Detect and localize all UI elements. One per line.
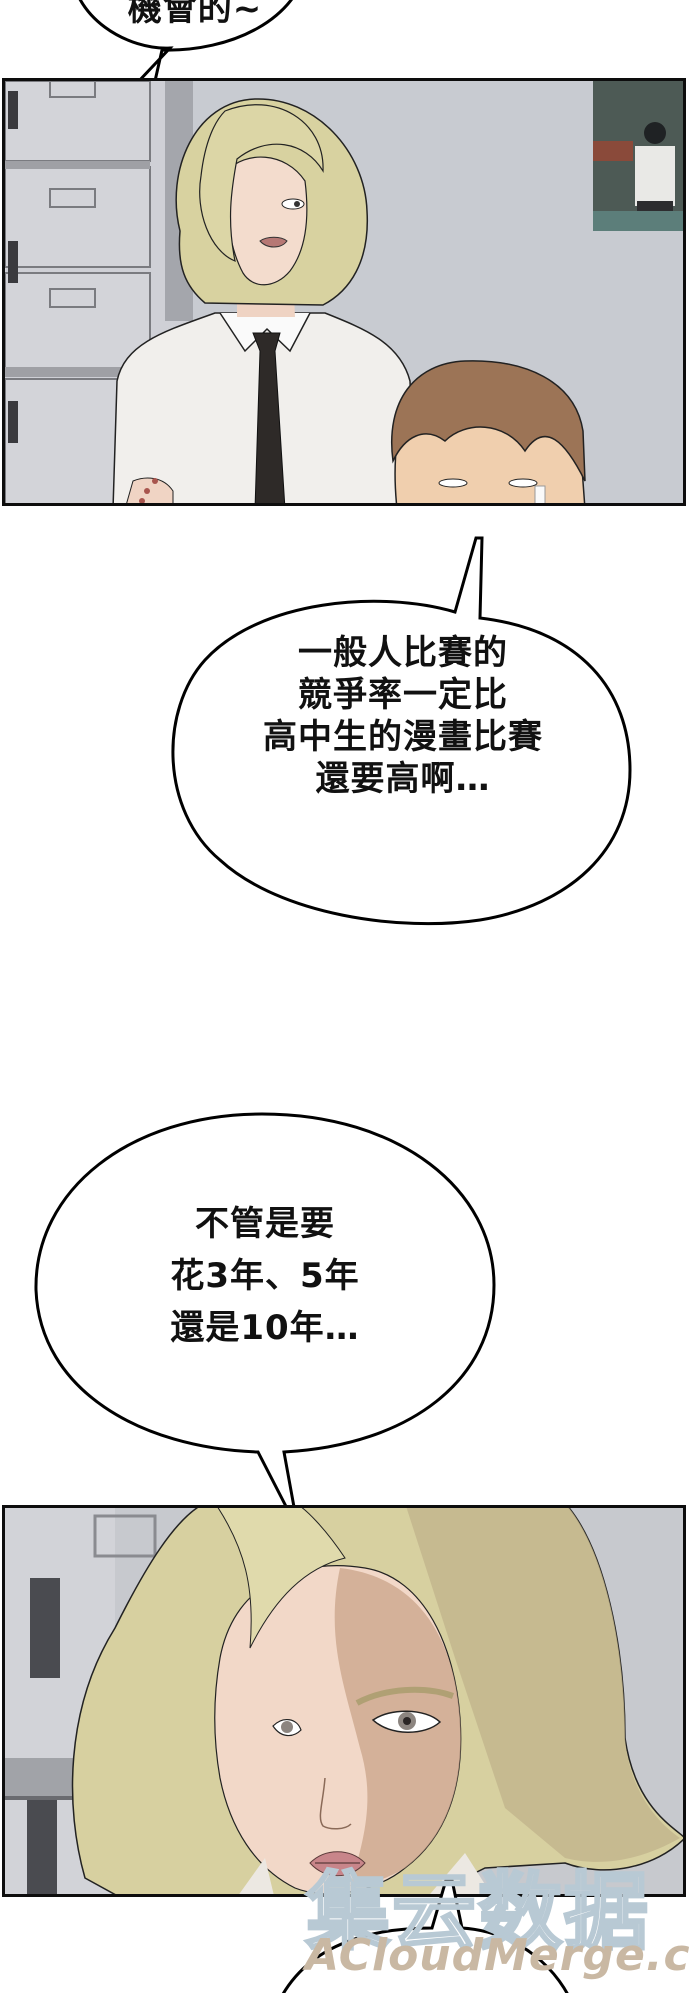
watermark-en: ACloudMerge.com <box>305 1930 690 1981</box>
panel-1-art <box>5 81 683 503</box>
watermark-cn: 集云数据 <box>304 1862 651 1963</box>
bubble-3-text: 不管是要 花3年、5年 還是10年… <box>40 1198 490 1354</box>
bubble-2-line-2: 競爭率一定比 <box>298 675 508 715</box>
bubble-3-outline <box>34 1112 496 1520</box>
bubble-4-outline <box>282 1878 569 1993</box>
speech-bubble-2: 一般人比賽的 競爭率一定比 高中生的漫畫比賽 還要高啊… <box>0 530 690 940</box>
bubble-2-text: 一般人比賽的 競爭率一定比 高中生的漫畫比賽 還要高啊… <box>178 632 628 800</box>
bubble-2-outline <box>171 536 632 926</box>
panel-2 <box>2 1505 686 1897</box>
speech-bubble-3: 不管是要 花3年、5年 還是10年… <box>0 1100 690 1520</box>
bubble-3-line-1: 不管是要 <box>195 1204 335 1244</box>
bubble-1-text: 機會的~ <box>75 0 315 30</box>
bubble-2-line-1: 一般人比賽的 <box>298 633 508 673</box>
bubble-3-line-2: 花3年、5年 <box>170 1256 360 1296</box>
panel-1 <box>2 78 686 506</box>
bubble-2-line-4: 還要高啊… <box>315 759 491 799</box>
bubble-3-line-3: 還是10年… <box>170 1308 360 1348</box>
speech-bubble-4 <box>0 1878 690 1993</box>
bubble-1-line: 機會的~ <box>127 0 263 29</box>
panel-2-art <box>5 1508 683 1894</box>
bubble-2-line-3: 高中生的漫畫比賽 <box>263 717 543 757</box>
